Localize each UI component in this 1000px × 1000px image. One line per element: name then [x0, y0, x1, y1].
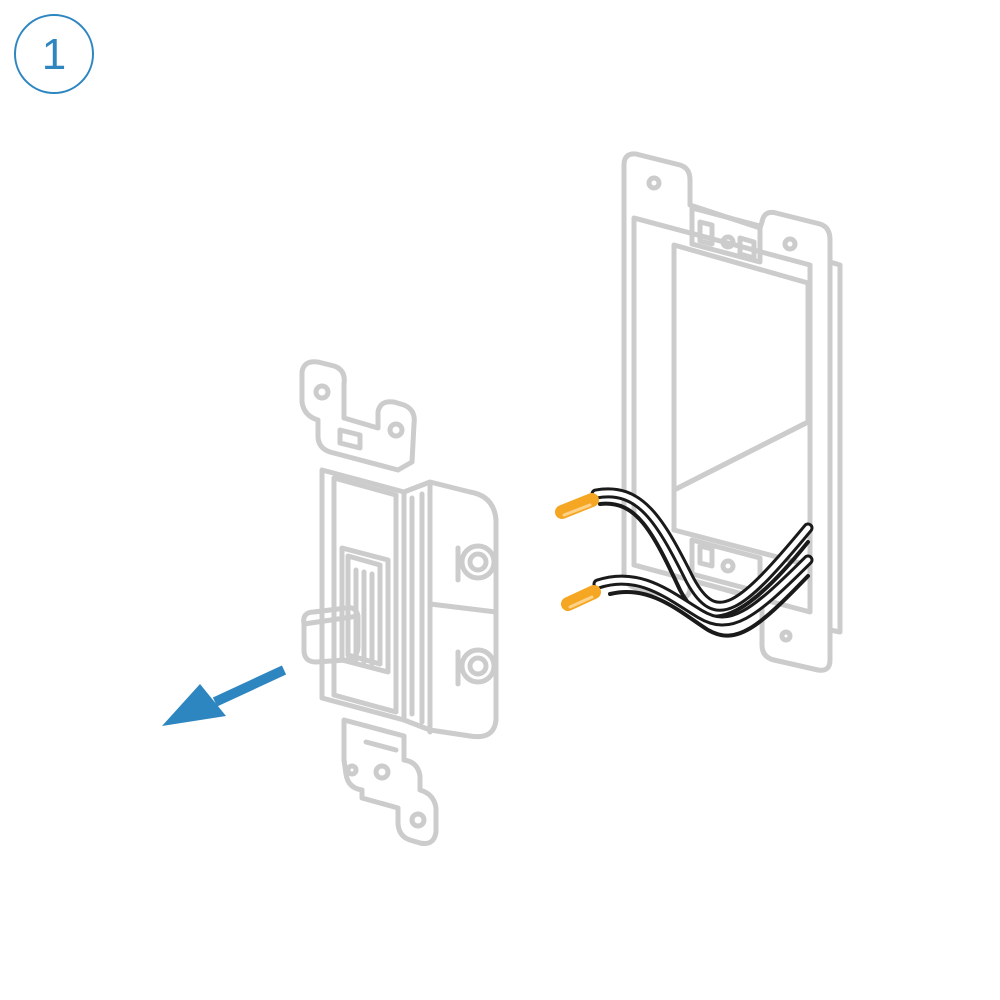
- step-badge: 1: [14, 14, 94, 94]
- remove-arrow: [162, 665, 287, 726]
- old-light-switch: [299, 359, 499, 846]
- wire-cap-top: [555, 493, 599, 519]
- wires: [555, 487, 814, 638]
- wire-cap-bottom: [561, 585, 601, 611]
- step-number: 1: [41, 30, 67, 79]
